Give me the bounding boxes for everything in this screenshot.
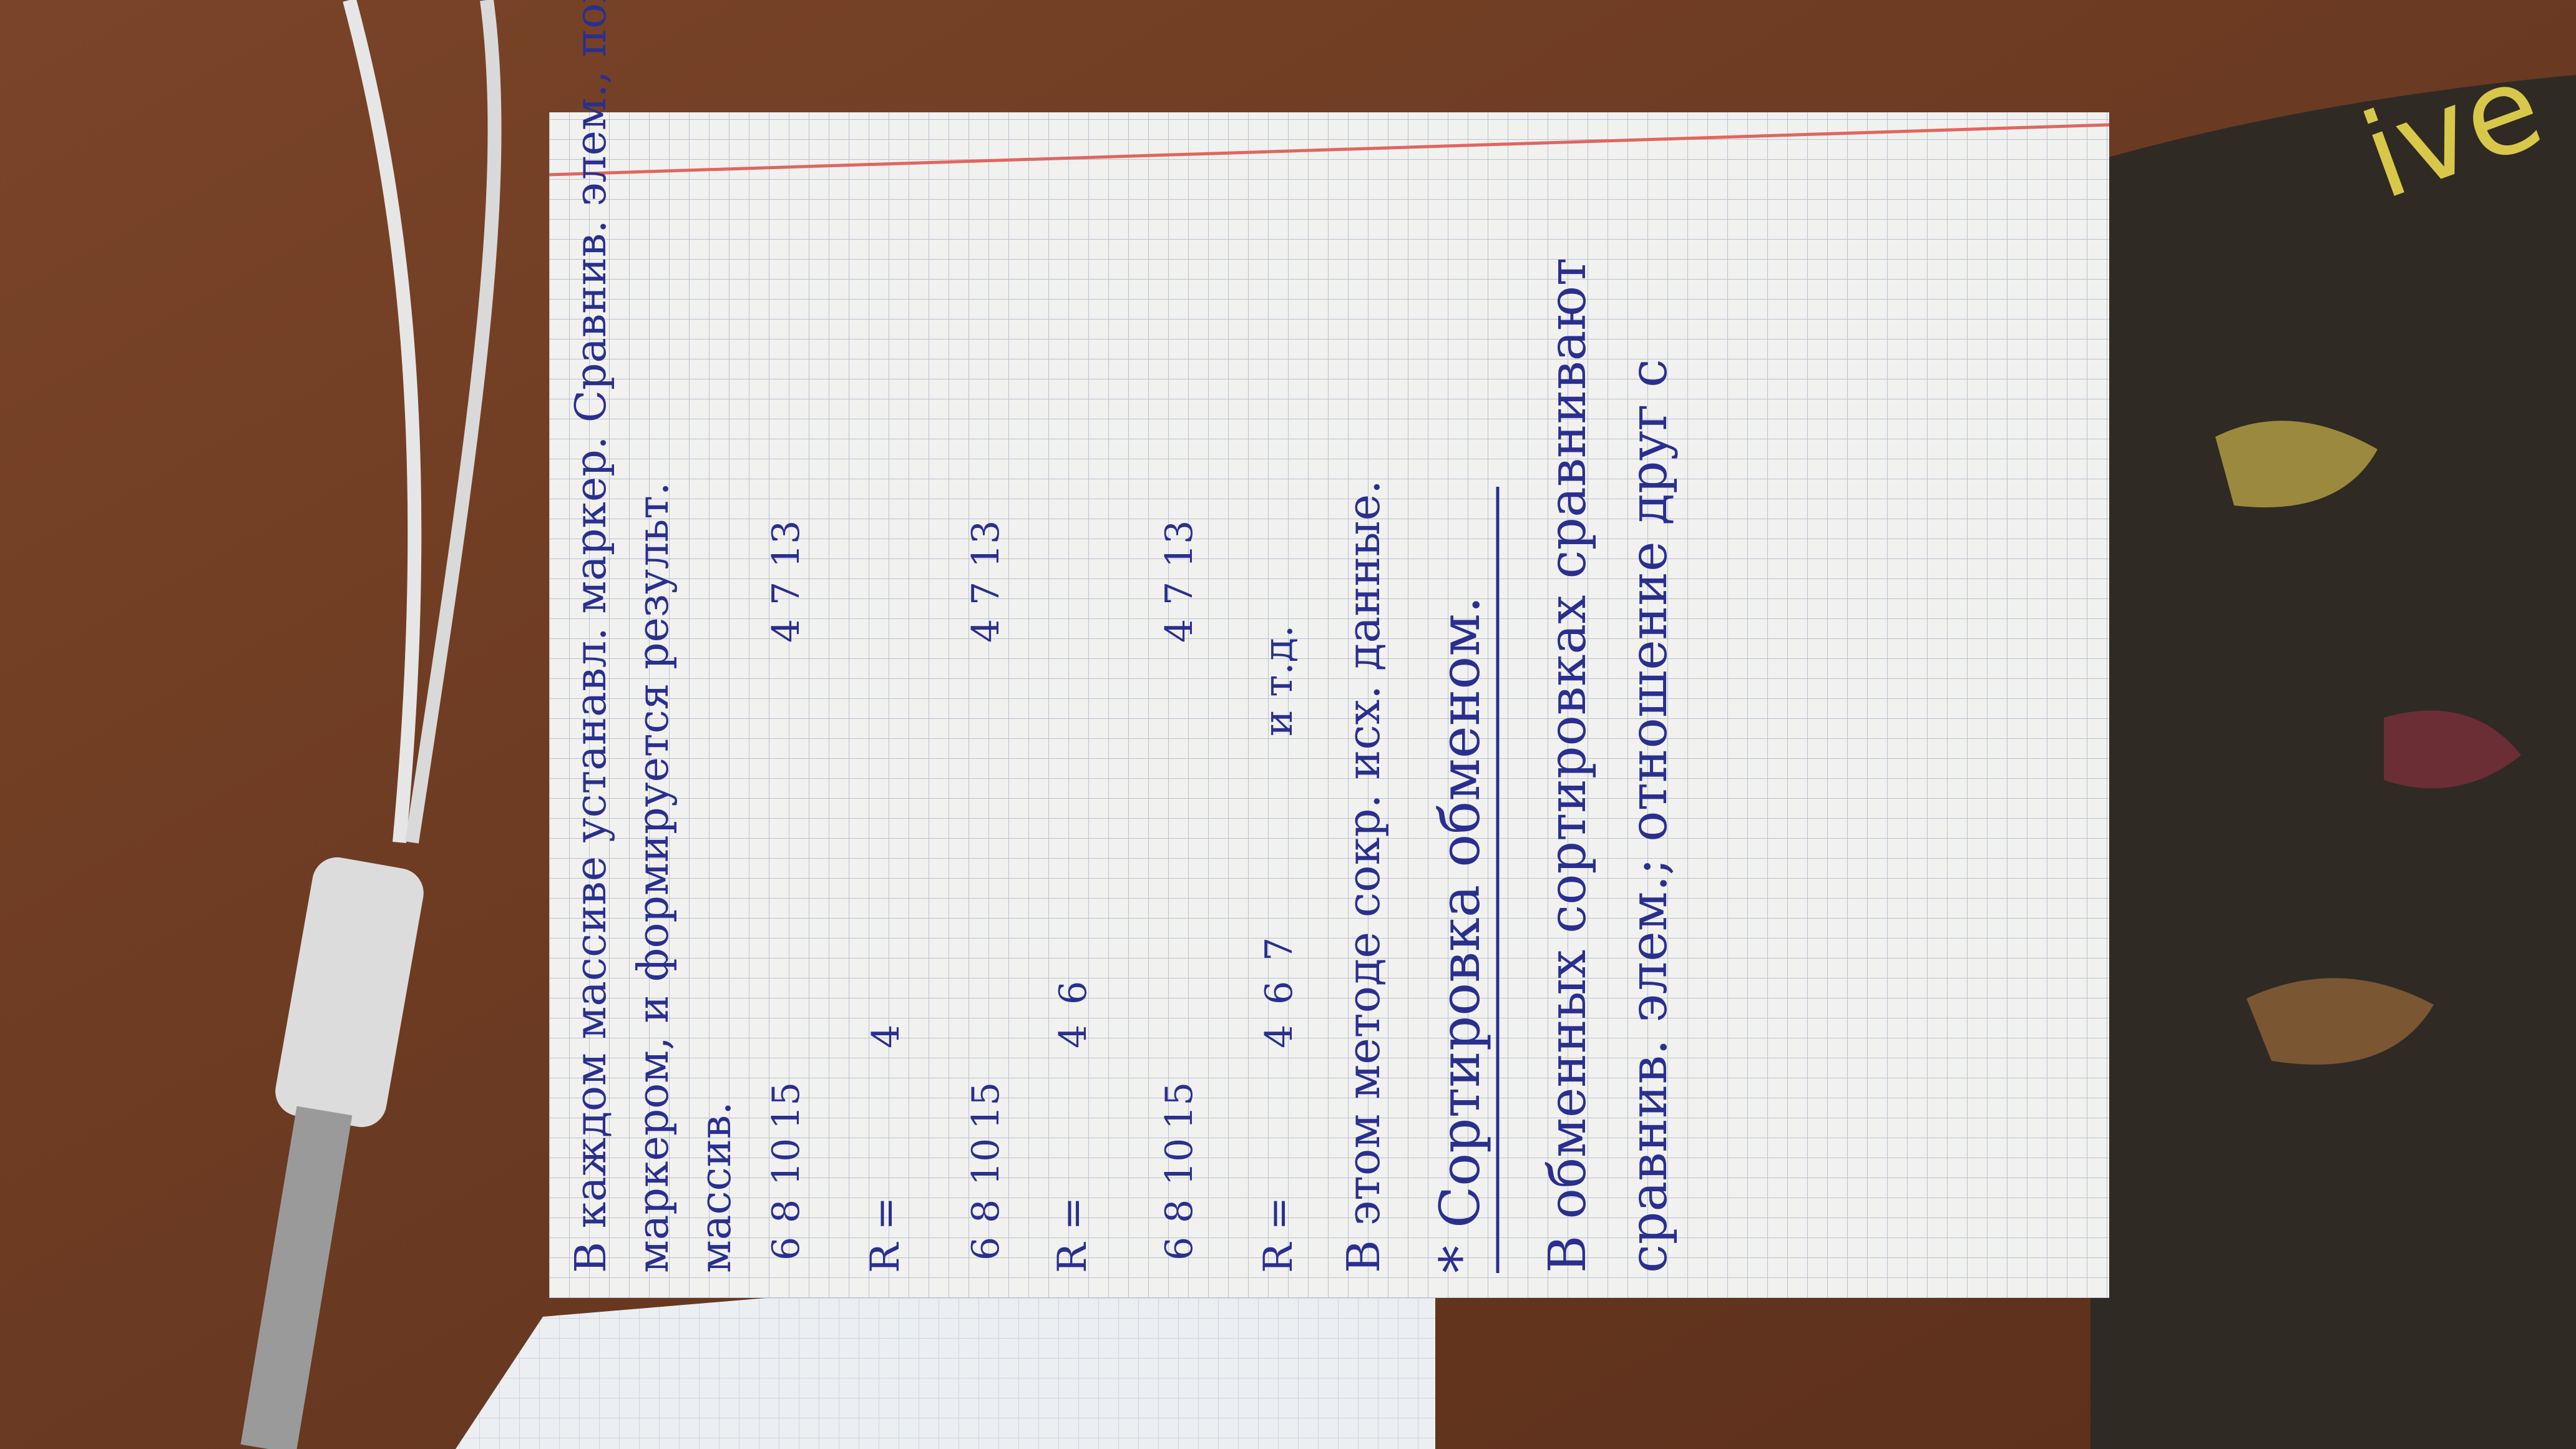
note-line: В обменных сортировках сравнивают — [1538, 258, 1598, 1273]
array-cell: 8 — [964, 1199, 1008, 1223]
array-cell: 15 — [964, 1082, 1008, 1129]
array-cell: 15 — [764, 1082, 808, 1129]
handwriting: В каждом массиве устанавл. маркер. Сравн… — [567, 0, 1679, 1273]
array-cell: 8 — [764, 1199, 808, 1223]
note-line: В этом методе сокр. исх. данные. — [1337, 480, 1390, 1273]
array-cell: 8 — [1158, 1199, 1201, 1223]
array-cell: 10 — [964, 1138, 1008, 1186]
merge-result-row: R = 4 6 7 и т.д. — [1256, 625, 1302, 1274]
section-heading: * Сортировка обменом. — [1428, 596, 1492, 1273]
array-cell: 7 — [1158, 582, 1201, 605]
margin-line — [549, 123, 2110, 177]
note-line: сравнив. элем.; отношение друг с — [1619, 359, 1679, 1273]
merge-result-row: R = 4 6 — [1050, 981, 1096, 1273]
notebook-page: В каждом массиве устанавл. маркер. Сравн… — [549, 0, 2110, 1298]
merge-example-row: 6 8 10 15 4 7 13 — [1158, 520, 1201, 1261]
array-cell: 13 — [1158, 520, 1201, 568]
array-cell: 4 — [1158, 619, 1201, 643]
result-label: R = — [1050, 1197, 1096, 1273]
array-cell: 6 — [764, 1237, 808, 1261]
array-cell: 6 — [964, 1237, 1008, 1261]
array-cell: 7 — [764, 582, 808, 605]
array-cell: 4 — [1257, 1025, 1301, 1048]
array-cell: 15 — [1158, 1082, 1201, 1129]
result-label: R = — [862, 1197, 909, 1273]
array-cell: 4 — [964, 619, 1008, 643]
fabric-cloth: ive — [2091, 36, 2576, 1449]
array-cell: 4 — [864, 1025, 908, 1048]
note-line-3: массив. — [691, 1101, 741, 1273]
result-label: R = — [1256, 1197, 1302, 1273]
array-cell: 7 — [964, 582, 1008, 605]
usb-cable — [240, 0, 502, 1449]
array-cell: 10 — [764, 1138, 808, 1186]
array-cell: 4 — [764, 619, 808, 643]
array-cell: 13 — [964, 520, 1008, 568]
merge-example-row: 6 8 10 15 4 7 13 — [764, 520, 808, 1261]
etc-text: и т.д. — [1256, 625, 1302, 737]
array-cell: 6 — [1158, 1237, 1201, 1261]
note-line-1: В каждом массиве устанавл. маркер. Сравн… — [567, 0, 616, 1273]
array-cell: 6 — [1257, 981, 1301, 1005]
note-line-2: маркером, и формируется результ. — [629, 482, 678, 1273]
merge-example-row: 6 8 10 15 4 7 13 — [964, 520, 1008, 1261]
array-cell: 13 — [764, 520, 808, 568]
array-cell: 10 — [1158, 1138, 1201, 1186]
merge-result-row: R = 4 — [862, 1025, 909, 1273]
array-cell: 7 — [1257, 937, 1301, 961]
array-cell: 4 — [1051, 1025, 1095, 1048]
array-cell: 6 — [1051, 981, 1095, 1005]
